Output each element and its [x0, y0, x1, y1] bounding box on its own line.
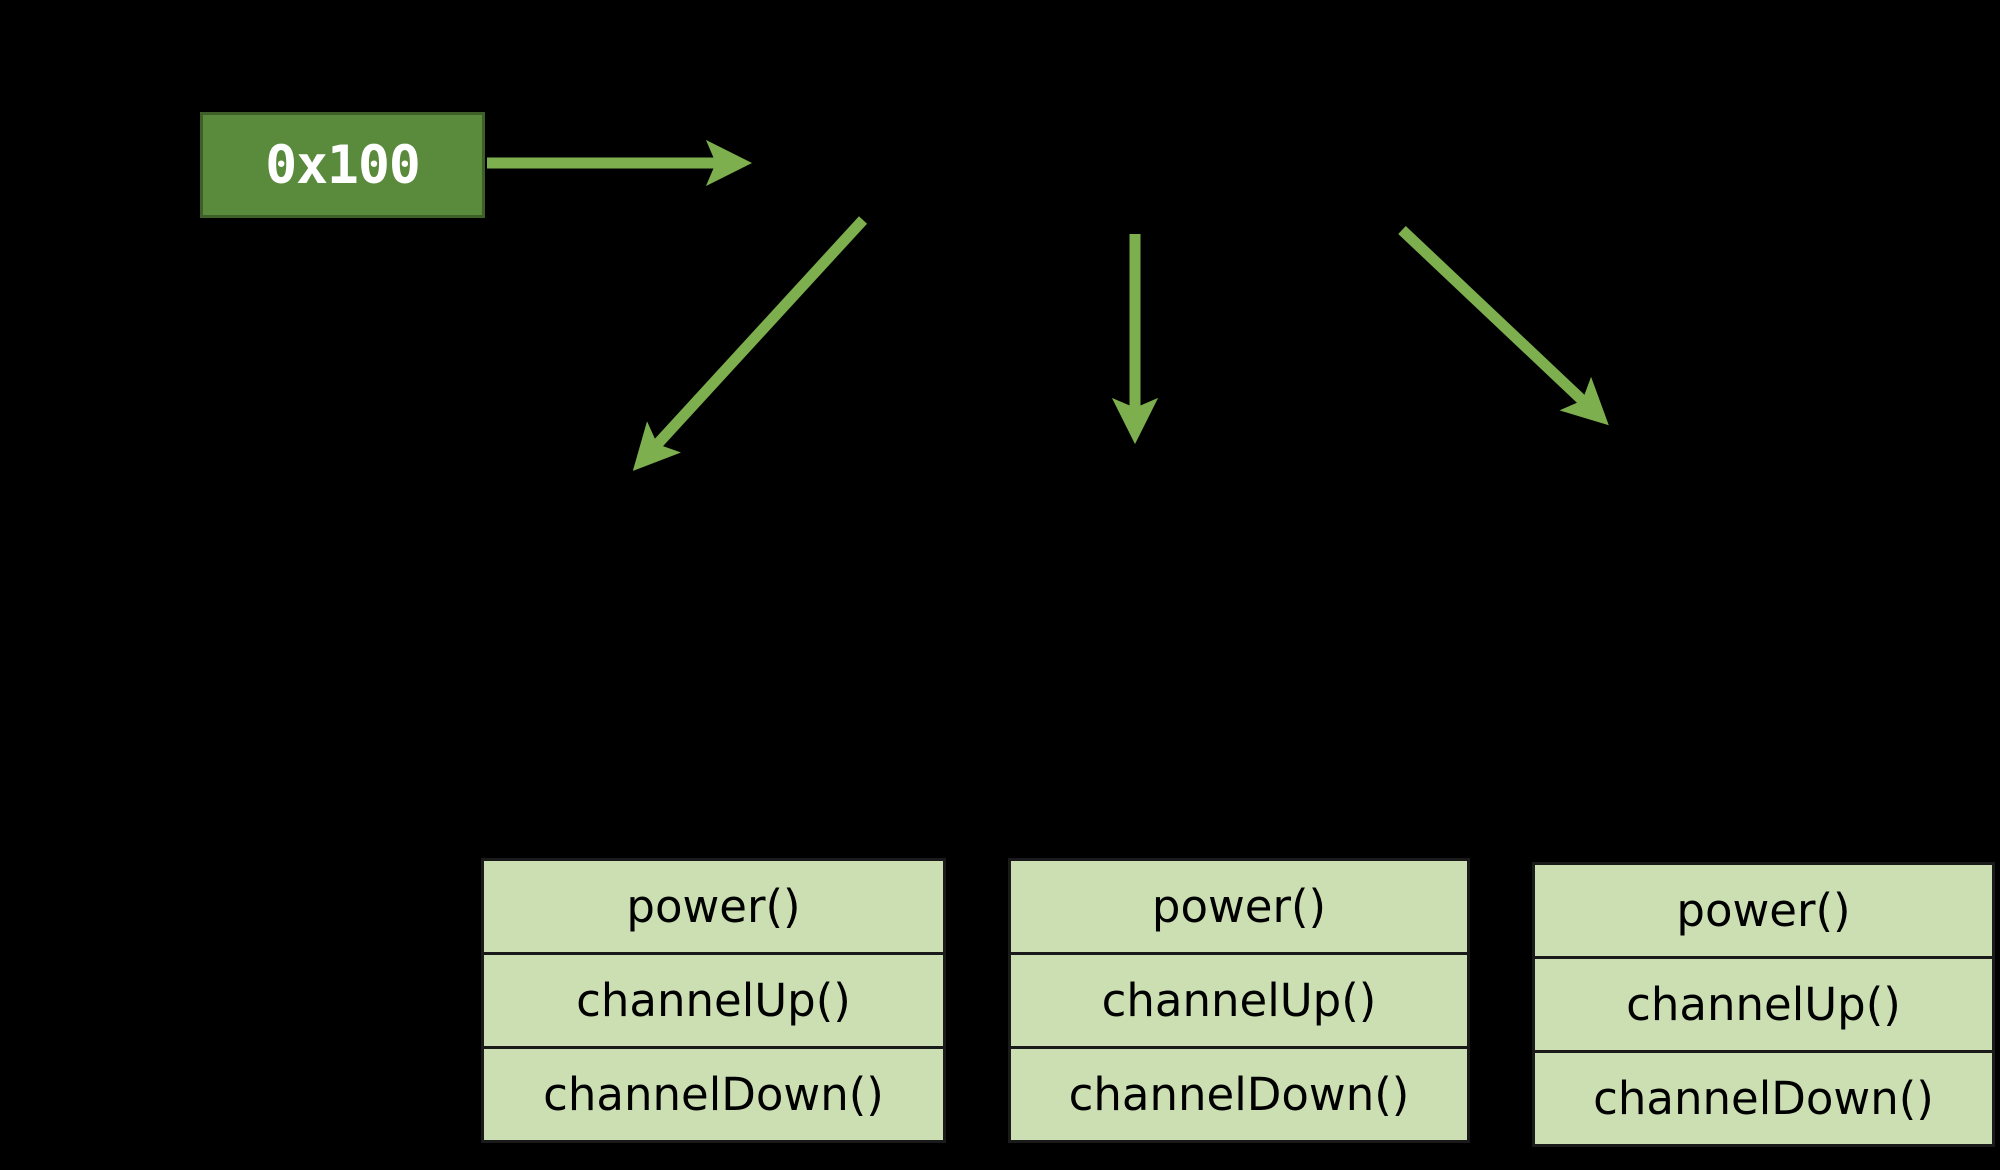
method-row[interactable]: power() — [1151, 880, 1327, 933]
arrow-to-table-left — [632, 216, 868, 471]
method-row[interactable]: channelUp() — [484, 952, 943, 1046]
method-row[interactable]: channelUp() — [1011, 952, 1467, 1046]
method-row[interactable]: channelDown() — [484, 1046, 943, 1140]
method-row[interactable]: power() — [1676, 884, 1851, 937]
method-table-right[interactable]: power() channelUp() channelDown() — [1532, 862, 1995, 1147]
method-table-middle[interactable]: power() channelUp() channelDown() — [1008, 858, 1470, 1143]
reference-box-label: 0x100 — [265, 134, 421, 196]
method-row[interactable]: channelDown() — [1535, 1050, 1992, 1144]
method-row[interactable]: channelUp() — [1535, 956, 1992, 1050]
arrow-to-table-right — [1398, 226, 1609, 426]
method-row[interactable]: power() — [626, 880, 801, 933]
method-row[interactable]: channelDown() — [1011, 1046, 1467, 1140]
reference-box[interactable]: 0x100 — [200, 112, 485, 218]
method-table-left[interactable]: power() channelUp() channelDown() — [481, 858, 946, 1143]
